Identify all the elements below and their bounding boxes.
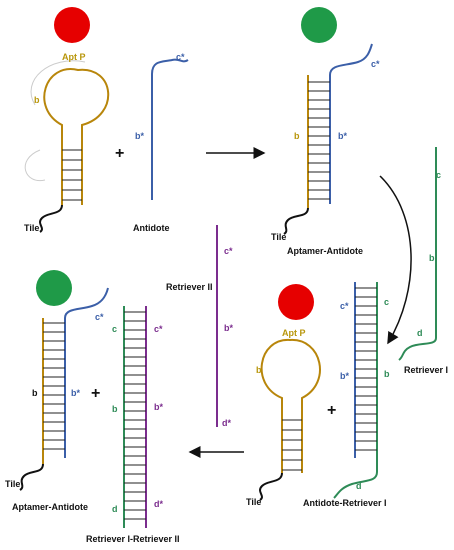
plus-sign-2: + (91, 385, 101, 402)
antidote-strand-top-right (329, 43, 373, 204)
domain-b-star-label-retriever-ii: b* (224, 323, 233, 333)
aptamer-antidote-label-top: Aptamer-Antidote (287, 246, 363, 256)
domain-d-star-label-retriever-ii: d* (222, 418, 231, 428)
apt-p-label-top: Apt P (62, 52, 86, 62)
tile-tether-top-left (39, 204, 63, 233)
domain-b-label-top-left: b (34, 95, 40, 105)
domain-d-label-bottom-middle: d (112, 504, 118, 514)
tile-tether-top-right (283, 207, 309, 235)
retriever-i-strand (398, 147, 437, 361)
tile-tether-bottom-left (19, 463, 44, 491)
domain-b-star-label-bottom-left: b* (71, 388, 80, 398)
domain-d-star-label-bottom-middle: d* (154, 499, 163, 509)
domain-c-star-label-top-right: c* (371, 59, 380, 69)
antidote-line (151, 58, 189, 200)
plus-sign-3: + (327, 402, 337, 419)
domain-c-label-bottom-right: c (384, 297, 390, 307)
domain-c-star-label-bottom-left: c* (95, 312, 104, 322)
tile-label-4: Tile (5, 479, 21, 489)
retriever-i-retriever-ii-duplex (123, 306, 147, 528)
domain-d-label-retriever-i: d (417, 328, 423, 338)
retriever-i-label: Retriever I (404, 365, 449, 375)
domain-b-label-bottom-right-retriever: b (384, 369, 390, 379)
domain-b-star-label-bottom-right: b* (340, 371, 349, 381)
antidote-strand-bottom-left (64, 287, 109, 458)
aptamer-hairpin-bottom-right (259, 284, 321, 501)
domain-d-label-bottom-right: d (356, 481, 362, 491)
domain-c-star-label-retriever-ii: c* (224, 246, 233, 256)
tile-label-3: Tile (246, 497, 262, 507)
antidote-retriever-i-label: Antidote-Retriever I (303, 498, 387, 508)
domain-c-star-label-bottom-middle: c* (154, 324, 163, 334)
red-particle-top-left (54, 7, 90, 43)
domain-c-label-bottom-middle: c (112, 324, 118, 334)
domain-b-label-top-right: b (294, 131, 300, 141)
base-pairs-bottom-left (43, 322, 65, 450)
green-particle-bottom-left (36, 270, 72, 306)
aptamer-hairpin-top-left (24, 7, 110, 233)
base-pairs-top-right (308, 81, 330, 200)
domain-b-label-bottom-middle: b (112, 404, 118, 414)
domain-c-label-retriever-i: c (436, 170, 442, 180)
domain-b-star-label-top-right: b* (338, 131, 347, 141)
aptamer-antidote-duplex-top-right (283, 7, 373, 235)
domain-c-star-label-bottom-right: c* (340, 301, 349, 311)
plus-sign-1: + (115, 145, 125, 162)
retriever-i-retriever-ii-label: Retriever I-Retriever II (86, 534, 180, 544)
domain-c-star-label-antidote: c* (176, 52, 185, 62)
antidote-strand (151, 58, 189, 200)
retriever-i-strand-bottom-right (333, 282, 378, 499)
base-pairs-retriever-duplex (124, 311, 146, 520)
tile-tether-bottom-right (259, 472, 283, 501)
domain-b-label-retriever-i: b (429, 253, 435, 263)
base-pairs-antidote-retriever-i (355, 287, 377, 451)
aptamer-antidote-duplex-bottom-left (19, 270, 109, 491)
tile-label-1: Tile (24, 223, 40, 233)
aptamer-loop-bottom-right (260, 338, 321, 416)
base-pairs-bottom-right (282, 419, 302, 471)
tile-label-2: Tile (271, 232, 287, 242)
domain-b-star-label-antidote: b* (135, 131, 144, 141)
aptamer-antidote-label-bottom: Aptamer-Antidote (12, 502, 88, 512)
retriever-ii-label: Retriever II (166, 282, 213, 292)
antidote-retriever-i-duplex (333, 282, 378, 499)
green-particle-top-right (301, 7, 337, 43)
aptamer-loop-top-left (43, 68, 110, 147)
base-pairs-top-left (62, 149, 82, 201)
curved-arrow-to-retriever-i (379, 175, 412, 345)
domain-b-label-bottom-right: b (256, 365, 262, 375)
domain-b-label-bottom-left: b (32, 388, 38, 398)
antidote-label: Antidote (133, 223, 170, 233)
faint-residual-loop-lines (24, 60, 86, 182)
apt-p-label-bottom: Apt P (282, 328, 306, 338)
red-particle-bottom-right (278, 284, 314, 320)
domain-b-star-label-bottom-middle: b* (154, 402, 163, 412)
